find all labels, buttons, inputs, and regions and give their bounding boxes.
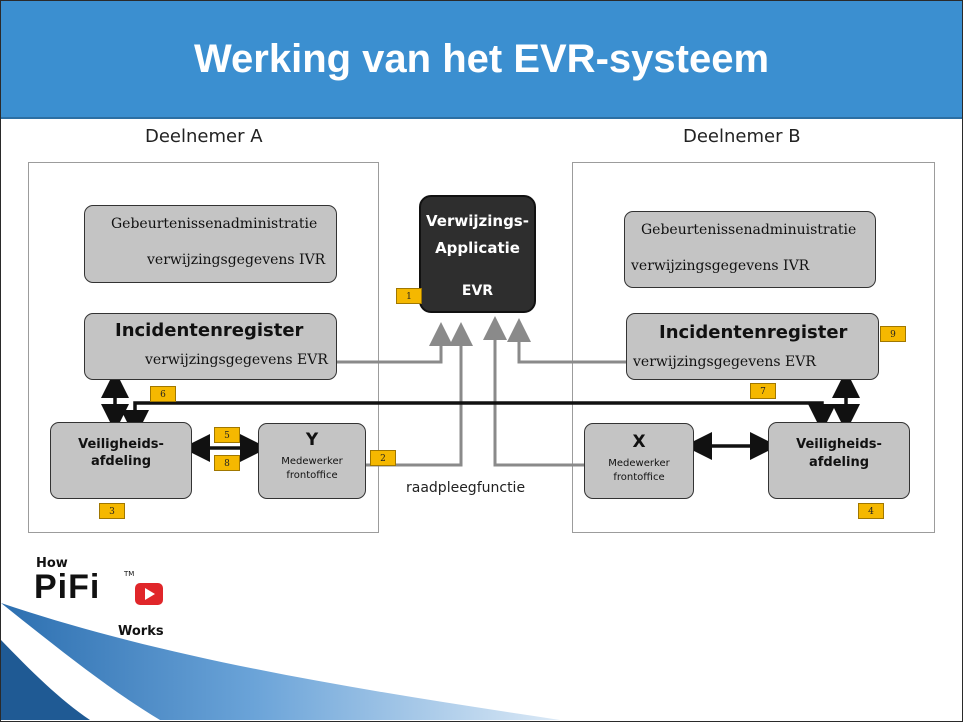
b-incident-register-title: Incidentenregister [659,322,848,343]
b-employee-x-box: X Medewerker frontoffice [584,423,694,499]
how-pifi-works-logo: How PiFi TM Works [28,548,208,648]
step-badge-3: 3 [99,503,125,519]
a-security-line1: Veiligheids- [78,437,164,452]
step-badge-6: 6 [150,386,176,402]
b-security-dept-box: Veiligheids- afdeling [768,422,910,499]
a-register-to-evr-line [336,322,453,364]
b-employee-letter: X [632,432,646,452]
logo-brand-text: PiFi [34,568,101,606]
a-incident-register-title: Incidentenregister [115,320,304,341]
logo-works-text: Works [118,624,164,639]
a-incident-register-sub: verwijzingsgegevens EVR [145,352,328,368]
evr-application-box: Verwijzings- Applicatie EVR [419,195,536,313]
a-event-admin-box: Gebeurtenissenadministratie verwijzingsg… [84,205,337,283]
participant-b-label: Deelnemer B [683,126,801,147]
evr-line3: EVR [461,283,494,299]
b-employee-line1: Medewerker [608,458,670,469]
step-badge-5: 5 [214,427,240,443]
b-employee-line2: frontoffice [613,472,665,483]
a-employee-letter: Y [305,430,319,450]
evr-line1: Verwijzings- [426,212,529,230]
a-incident-register-box: Incidentenregister verwijzingsgegevens E… [84,313,337,380]
step-badge-4: 4 [858,503,884,519]
b-incident-register-box: Incidentenregister verwijzingsgegevens E… [626,313,879,380]
step-badge-1: 1 [396,288,422,304]
x-query-line [483,316,584,467]
logo-play-icon [135,583,163,605]
slide-title: Werking van het EVR-systeem [193,37,770,81]
logo-tm-mark: TM [124,570,135,578]
a-security-dept-box: Veiligheids- afdeling [50,422,192,499]
b-security-line1: Veiligheids- [796,437,882,452]
step-badge-2: 2 [370,450,396,466]
b-register-to-evr-line [507,318,632,364]
b-event-admin-box: Gebeurtenissenadminuistratie verwijzings… [624,211,876,288]
logo-how-text: How [36,556,68,571]
b-event-admin-sub: verwijzingsgegevens IVR [631,258,810,274]
a-employee-line2: frontoffice [286,470,338,481]
a-employee-y-box: Y Medewerker frontoffice [258,423,366,499]
query-function-caption: raadpleegfunctie [406,480,526,496]
b-security-line2: afdeling [808,455,870,470]
step-badge-9: 9 [880,326,906,342]
a-event-admin-title: Gebeurtenissenadministratie [111,216,318,232]
step-badge-8: 8 [214,455,240,471]
b-event-admin-title: Gebeurtenissenadminuistratie [641,222,857,238]
a-employee-line1: Medewerker [281,456,343,467]
a-event-admin-sub: verwijzingsgegevens IVR [147,252,326,268]
b-incident-register-sub: verwijzingsgegevens EVR [633,354,816,370]
a-security-line2: afdeling [90,454,152,469]
security-link-left-line [121,401,836,438]
participant-a-label: Deelnemer A [145,126,263,147]
title-bar: Werking van het EVR-systeem [1,1,962,119]
y-query-line [366,322,473,467]
evr-line2: Applicatie [435,239,520,257]
step-badge-7: 7 [750,383,776,399]
